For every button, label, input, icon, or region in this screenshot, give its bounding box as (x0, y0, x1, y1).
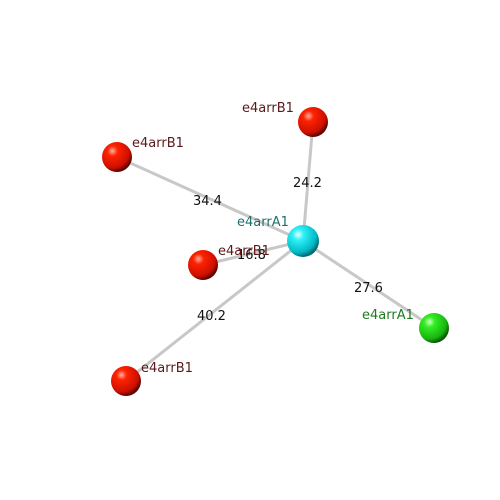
atom-right[interactable] (419, 313, 449, 343)
atom-top[interactable] (298, 107, 328, 137)
atom-label-center: e4arrA1 (237, 215, 289, 230)
distance-label-center-right: 27.6 (354, 281, 383, 296)
distance-label-center-upper-left: 34.4 (193, 194, 222, 209)
bond-center-right (301, 239, 436, 330)
bond-center-top (301, 120, 315, 243)
atom-middle-left[interactable] (188, 250, 218, 280)
bond-center-middle-left (201, 239, 305, 267)
atom-label-lower-left: e4arrB1 (141, 361, 193, 376)
bond-center-upper-left (115, 155, 305, 243)
atom-label-top: e4arrB1 (242, 101, 294, 116)
distance-label-center-top: 24.2 (293, 176, 322, 191)
atom-center[interactable] (287, 225, 319, 257)
bond-group (115, 120, 436, 383)
atom-upper-left[interactable] (102, 142, 132, 172)
atom-label-upper-left: e4arrB1 (132, 136, 184, 151)
atom-lower-left[interactable] (111, 366, 141, 396)
distance-label-center-middle-left: 16.8 (237, 248, 266, 263)
bond-center-lower-left (124, 239, 305, 383)
atom-label-right: e4arrA1 (362, 308, 414, 323)
atom-label-middle-left: e4arrB1 (218, 244, 270, 259)
distance-label-center-lower-left: 40.2 (197, 309, 226, 324)
